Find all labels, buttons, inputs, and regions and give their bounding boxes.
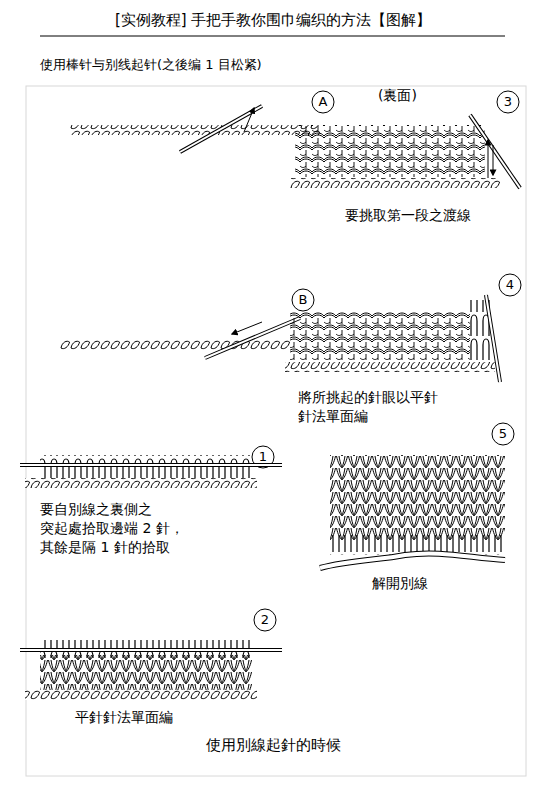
callout-number: A [312,91,334,113]
instruction-text: 要挑取第一段之渡線 [345,206,471,225]
callout-number: 1 [252,446,274,468]
instruction-text: 將所挑起的針眼以平針 針法單面編 [298,388,453,426]
instruction-text: 要自別線之裏側之 突起處拾取邊端 2 針， 其餘是隔 1 針的拾取 [40,500,192,557]
callout-number: B [292,289,314,311]
callout-number: 4 [499,274,521,296]
callout-number: 2 [254,609,276,631]
subtitle: 使用棒针与别线起针(之後编 1 目松紧) [40,56,262,74]
callout-number: 5 [492,423,514,445]
figure-caption: 使用別線起針的時候 [206,735,341,755]
instruction-text: 解開別線 [372,574,428,593]
note-text: (裏面) [378,86,417,105]
callout-number: 3 [497,91,519,113]
instruction-text: 平針針法單面編 [75,708,173,727]
page-title: [实例教程] 手把手教你围巾编织的方法【图解】 [115,10,431,30]
